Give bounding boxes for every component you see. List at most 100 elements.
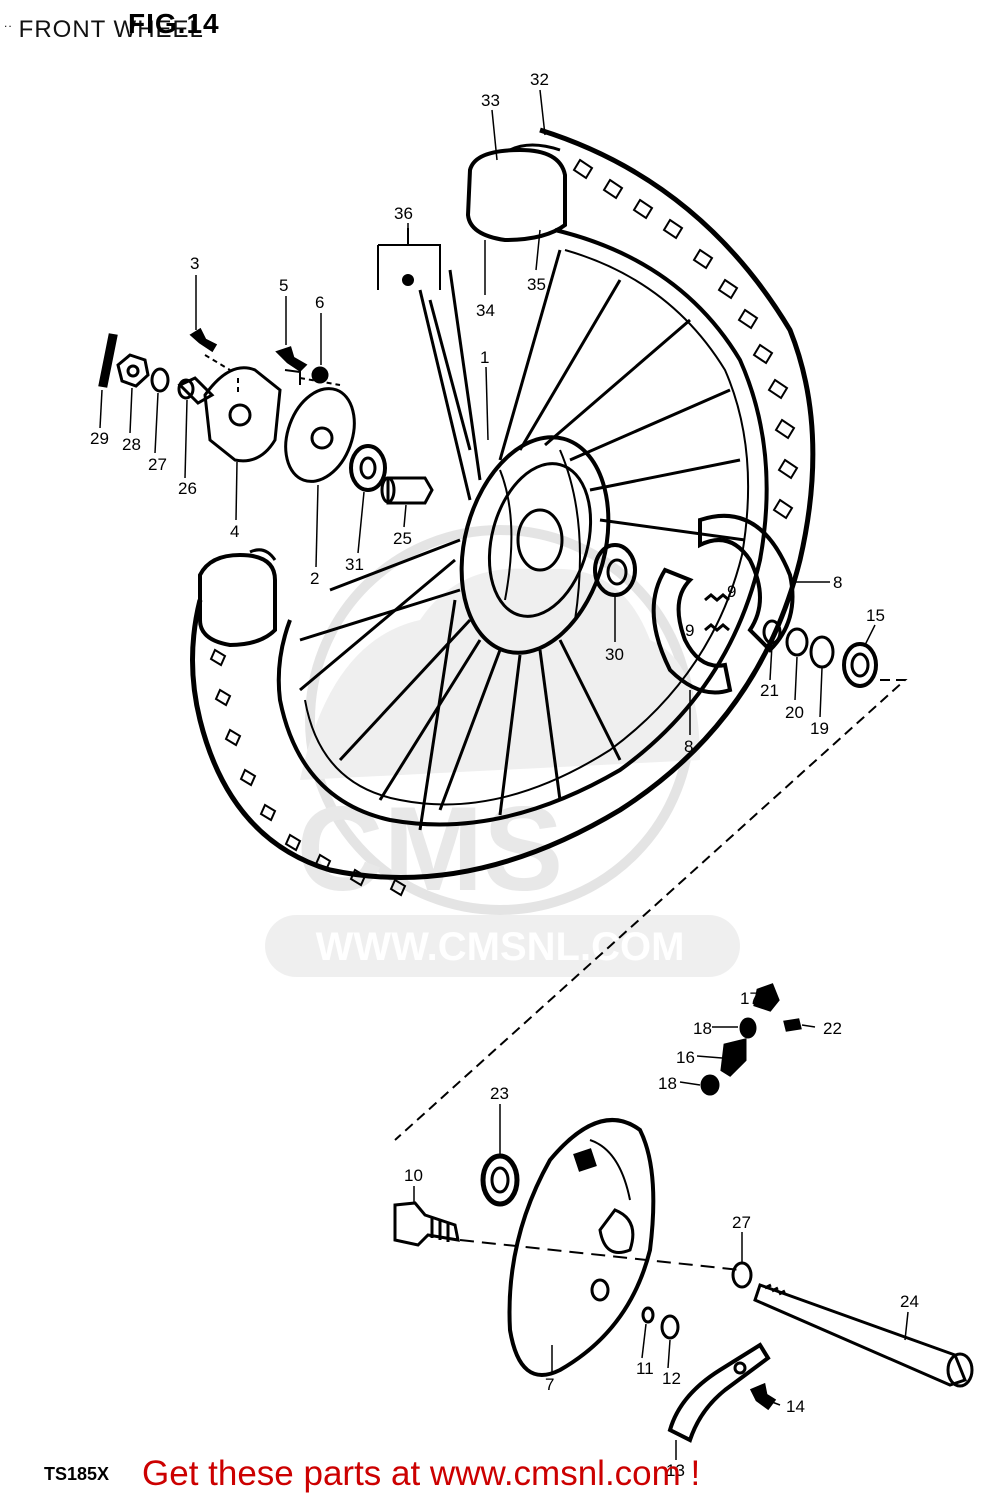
- left-hub-parts: [98, 327, 434, 505]
- panel-hole: [590, 1278, 610, 1302]
- watermark-helmet-shape: [300, 568, 700, 780]
- brake-arm-13: [667, 1342, 771, 1443]
- brake-spring-upper: [704, 593, 730, 602]
- washer-20: [785, 627, 809, 657]
- callout-8b: 8: [684, 737, 693, 756]
- callout-9b: 9: [685, 621, 694, 640]
- hub-bolt: [189, 327, 218, 353]
- callout-35: 35: [527, 275, 546, 294]
- callout-25: 25: [393, 529, 412, 548]
- callout-16: 16: [676, 1048, 695, 1067]
- front-axle: [753, 1283, 967, 1387]
- washer-left: [150, 367, 170, 393]
- nut-19: [809, 635, 835, 669]
- callout-5: 5: [279, 276, 288, 295]
- callout-1: 1: [480, 348, 489, 367]
- callout-18a: 18: [693, 1019, 712, 1038]
- callout-4: 4: [230, 522, 239, 541]
- callout-15: 15: [866, 606, 885, 625]
- header-tick: ..: [4, 16, 13, 30]
- tire-outer: [190, 127, 816, 880]
- arm-bolt-14: [749, 1382, 777, 1411]
- washer-18-lower: [700, 1074, 720, 1096]
- brake-shoe-upper: [698, 513, 795, 653]
- hub-carrier: [203, 366, 282, 463]
- callout-32: 32: [530, 70, 549, 89]
- callout-18b: 18: [658, 1074, 677, 1093]
- callout-21: 21: [760, 681, 779, 700]
- washer-18-upper: [739, 1017, 757, 1039]
- diagram-title: FRONT WHEEL: [18, 16, 204, 43]
- callout-labels: 32 33 36 34 35 3 5 6 29 28 27 26 4 2 31 …: [90, 70, 919, 1480]
- callout-29: 29: [90, 429, 109, 448]
- callout-3: 3: [190, 254, 199, 273]
- brake-shoe-lower: [651, 567, 733, 695]
- callout-14: 14: [786, 1397, 805, 1416]
- diagram-header: .. FRONT WHEEL: [4, 16, 204, 44]
- speedometer-parts: [700, 983, 802, 1096]
- cotter-pin: [98, 333, 118, 388]
- hub-bore: [516, 508, 564, 572]
- callout-19: 19: [810, 719, 829, 738]
- tube-section-bottom: [198, 552, 277, 648]
- callout-12: 12: [662, 1369, 681, 1388]
- tire-tread: [209, 158, 799, 897]
- callout-27b: 27: [732, 1213, 751, 1232]
- brake-panel-assembly: [393, 1118, 974, 1443]
- promo-link[interactable]: Get these parts at www.cmsnl.com !: [142, 1454, 701, 1493]
- hub-disc-plate: [284, 387, 356, 483]
- callout-7: 7: [545, 1375, 554, 1394]
- grease-seal-23: [480, 1153, 520, 1207]
- clip-22: [783, 1018, 802, 1032]
- washer-21: [762, 619, 782, 645]
- callout-33: 33: [481, 91, 500, 110]
- cmsnl-watermark: CMS WWW.CMSNL.COM: [265, 525, 740, 977]
- callout-2: 2: [310, 569, 319, 588]
- rim-outer: [276, 228, 769, 827]
- wheel-spokes: [299, 249, 746, 831]
- callout-30: 30: [605, 645, 624, 664]
- speedo-pinion-16: [720, 1038, 747, 1077]
- callout-10: 10: [404, 1166, 423, 1185]
- distance-tube: [386, 476, 434, 505]
- washer-12: [660, 1314, 680, 1340]
- leader-lines: [99, 89, 909, 1460]
- callout-9a: 9: [727, 582, 736, 601]
- brake-cam-10: [393, 1201, 460, 1247]
- figure-label: FIG.14: [128, 8, 220, 39]
- oil-seal-15: [842, 642, 878, 688]
- callout-24: 24: [900, 1292, 919, 1311]
- model-code: TS185X: [44, 1464, 110, 1484]
- hub-outer: [459, 435, 611, 655]
- callout-28: 28: [122, 435, 141, 454]
- callout-34: 34: [476, 301, 495, 320]
- rim-inner: [304, 249, 750, 806]
- watermark-url-pill: [265, 915, 740, 977]
- callout-6: 6: [315, 293, 324, 312]
- bearing-right: [593, 543, 637, 597]
- watermark-logo-text: CMS: [297, 782, 564, 916]
- callout-23: 23: [490, 1084, 509, 1103]
- callout-26: 26: [178, 479, 197, 498]
- callout-36: 36: [394, 204, 413, 223]
- watermark-url-text: WWW.CMSNL.COM: [316, 925, 685, 969]
- brake-panel: [507, 1118, 656, 1377]
- disc-bolt: [275, 346, 308, 372]
- washer-11: [641, 1306, 655, 1324]
- axle-nut: [116, 353, 150, 388]
- front-wheel: [190, 127, 816, 897]
- bearing-left: [349, 444, 387, 492]
- right-hub-parts: [394, 513, 908, 1141]
- callout-27a: 27: [148, 455, 167, 474]
- disc-nut: [311, 366, 329, 384]
- hub-inner: [487, 462, 593, 618]
- callout-11: 11: [636, 1359, 654, 1378]
- brake-spring-lower: [704, 623, 730, 632]
- callout-8a: 8: [833, 573, 842, 592]
- callout-20: 20: [785, 703, 804, 722]
- callout-22: 22: [823, 1019, 842, 1038]
- callout-31: 31: [345, 555, 364, 574]
- tube-section-top: [465, 147, 567, 243]
- callout-13: 13: [666, 1461, 685, 1480]
